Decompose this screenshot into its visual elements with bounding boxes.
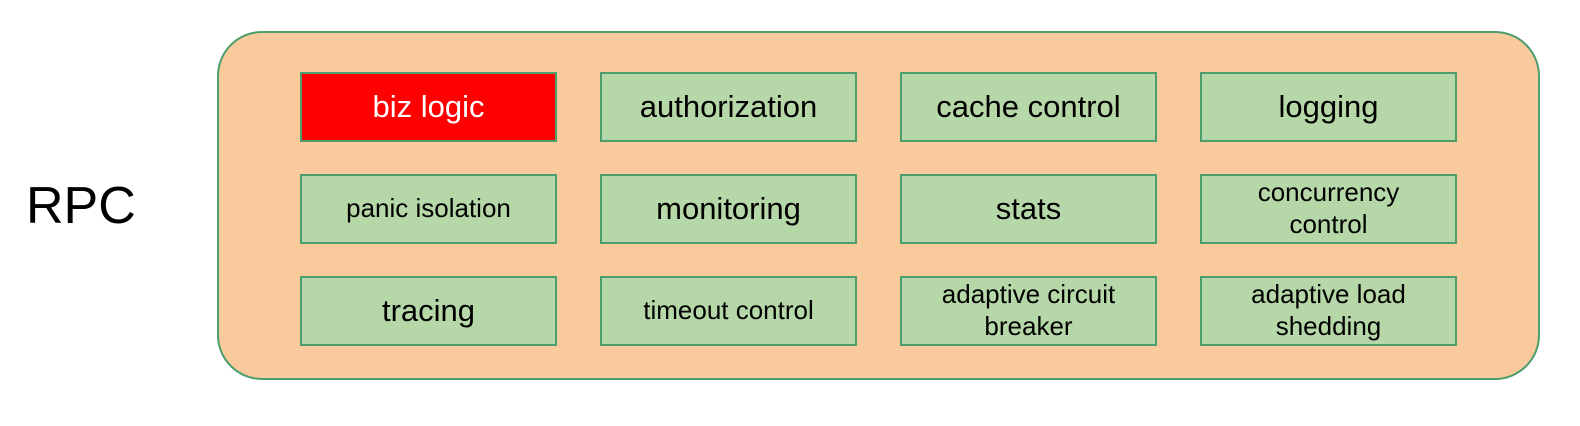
component-box-biz-logic: biz logic [300, 72, 557, 142]
component-box-monitoring: monitoring [600, 174, 857, 244]
rpc-label: RPC [26, 177, 136, 235]
component-box-timeout-control: timeout control [600, 276, 857, 346]
component-box-adaptive-load: adaptive load shedding [1200, 276, 1457, 346]
component-box-tracing: tracing [300, 276, 557, 346]
component-box-logging: logging [1200, 72, 1457, 142]
component-box-concurrency: concurrency control [1200, 174, 1457, 244]
component-box-panic-isolation: panic isolation [300, 174, 557, 244]
rpc-middleware-container: biz logic authorization cache control loggi… [217, 31, 1540, 380]
component-box-stats: stats [900, 174, 1157, 244]
component-box-authorization: authorization [600, 72, 857, 142]
component-grid: biz logic authorization cache control loggi… [300, 72, 1457, 346]
component-box-adaptive-circuit: adaptive circuit breaker [900, 276, 1157, 346]
component-box-cache-control: cache control [900, 72, 1157, 142]
